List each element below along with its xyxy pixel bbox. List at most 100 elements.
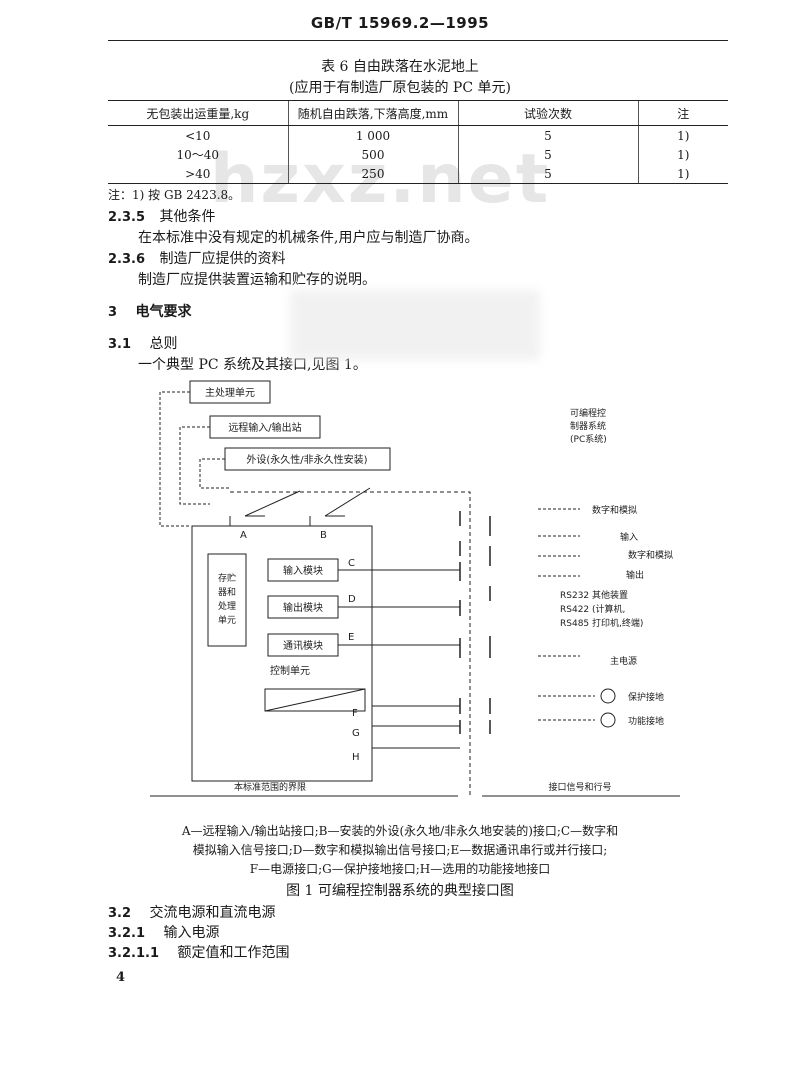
- table-cell: 500: [287, 145, 458, 164]
- main-power-label: 主电源: [610, 655, 637, 667]
- power-supply-box: [264, 688, 366, 712]
- main-processor-label: 主处理单元: [205, 387, 255, 399]
- rs232-label: RS232 其他装置: [560, 589, 628, 601]
- interface-letter-b: B: [320, 530, 327, 541]
- section-heading-3-2: 3.2 交流电源和直流电源: [108, 902, 275, 922]
- section-heading-2-3-6: 2.3.6 制造厂应提供的资料: [108, 248, 285, 268]
- table-cell: 250: [287, 164, 458, 184]
- interface-letter-g: G: [352, 728, 360, 739]
- figure-title: 图 1 可编程控制器系统的典型接口图: [286, 883, 514, 899]
- figure-caption-line: 模拟输入信号接口;D—数字和模拟输出信号接口;E—数据通讯串行或并行接口;: [192, 843, 608, 857]
- document-header: GB/T 15969.2—1995: [310, 14, 490, 32]
- table-row: 10～40 500 5 1): [108, 145, 728, 164]
- svg-text:器和: 器和: [218, 587, 236, 598]
- section-heading-3-2-1-1: 3.2.1.1 额定值和工作范围: [108, 942, 289, 962]
- remote-io-label: 远程输入/输出站: [228, 421, 301, 434]
- figure-caption-line: A—远程输入/输出站接口;B—安装的外设(永久地/非永久地安装的)接口;C—数字…: [181, 824, 619, 838]
- figure-caption-line: F—电源接口;G—保护接地接口;H—选用的功能接地接口: [249, 862, 551, 876]
- interface-letter-e: E: [348, 632, 354, 643]
- memory-cpu-box: [207, 553, 247, 647]
- drop-test-table: 无包装出运重量,kg 随机自由跌落,下落高度,mm 试验次数 注 <10 1 0…: [108, 100, 728, 184]
- table-row: >40 250 5 1): [108, 164, 728, 184]
- interface-connector: [229, 515, 345, 526]
- protective-earth-label: 保护接地: [628, 691, 664, 703]
- section-title: 交流电源和直流电源: [149, 905, 276, 921]
- table-row: <10 1 000 5 1): [108, 125, 728, 145]
- page-number: 4: [116, 970, 126, 985]
- table-header-row: 无包装出运重量,kg 随机自由跌落,下落高度,mm 试验次数 注: [108, 100, 728, 126]
- section-number: 2.3.6: [108, 252, 146, 267]
- table-cell: 5: [457, 164, 638, 184]
- column-header: 无包装出运重量,kg: [108, 100, 288, 126]
- interface-letter-c: C: [348, 558, 355, 569]
- paragraph: 在本标准中没有规定的机械条件,用户应与制造厂协商。: [138, 230, 479, 246]
- section-number: 2.3.5: [108, 210, 146, 225]
- system-label: 可编程控: [570, 407, 606, 419]
- table-cell: 5: [457, 145, 638, 164]
- scan-artifact: [290, 290, 540, 360]
- link-line: [179, 426, 210, 505]
- section-heading-2-3-5: 2.3.5 其他条件: [108, 206, 215, 226]
- rs485-label: RS485 打印机,终端): [560, 617, 643, 629]
- section-title: 总则: [149, 336, 178, 352]
- output-module-label: 输出模块: [283, 601, 323, 614]
- interface-boundary-line: [230, 491, 471, 796]
- column-header: 注: [637, 100, 728, 126]
- interface-switch: [244, 487, 371, 517]
- peripheral-label: 外设(永久性/非永久性安装): [246, 453, 367, 466]
- section-heading-3-2-1: 3.2.1 输入电源: [108, 922, 219, 942]
- paragraph: 制造厂应提供装置运输和贮存的说明。: [138, 272, 376, 288]
- column-header: 试验次数: [457, 100, 638, 126]
- section-title: 额定值和工作范围: [177, 945, 290, 961]
- section-number: 3.2.1.1: [108, 946, 159, 961]
- functional-earth-icon: [600, 712, 616, 728]
- input-module-label: 输入模块: [283, 564, 323, 577]
- digital-analog-label-1: 数字和模拟: [592, 504, 637, 516]
- interface-letter-h: H: [352, 752, 360, 763]
- link-line: [159, 391, 190, 527]
- section-heading-3-1: 3.1 总则: [108, 333, 177, 353]
- protective-earth-icon: [600, 688, 616, 704]
- interface-letter-a: A: [240, 530, 247, 541]
- section-title: 制造厂应提供的资料: [159, 251, 286, 267]
- digital-analog-label-2: 数字和模拟: [628, 549, 673, 561]
- section-title: 其他条件: [159, 209, 216, 225]
- rs422-label: RS422 (计算机,: [560, 603, 625, 615]
- interface-label: 接口信号和行号: [548, 781, 611, 793]
- svg-text:单元: 单元: [218, 614, 236, 626]
- power-supply-diagonal: [264, 688, 366, 712]
- table-footnote: 注：1) 按 GB 2423.8。: [108, 188, 241, 202]
- interface-letter-f: F: [352, 708, 358, 719]
- output-label: 输出: [626, 569, 644, 581]
- functional-earth-label: 功能接地: [628, 715, 664, 727]
- column-header: 随机自由跌落,下落高度,mm: [287, 100, 458, 126]
- scope-label: 本标准范围的界限: [234, 781, 306, 793]
- table-cell: 1): [637, 125, 728, 145]
- input-label: 输入: [620, 531, 638, 543]
- section-number: 3: [108, 305, 118, 320]
- section-title: 电气要求: [135, 304, 192, 320]
- section-number: 3.1: [108, 337, 132, 352]
- interface-letter-d: D: [348, 594, 356, 605]
- section-title: 输入电源: [163, 925, 220, 941]
- signal-line: [338, 569, 460, 749]
- section-heading-3: 3 电气要求: [108, 301, 192, 321]
- table-cell: 5: [457, 125, 638, 145]
- paragraph: 一个典型 PC 系统及其接口,见图 1。: [138, 357, 367, 373]
- table-cell: >40: [108, 164, 288, 184]
- comm-module-label: 通讯模块: [283, 640, 323, 652]
- table-cell: 10～40: [176, 148, 220, 162]
- section-number: 3.2.1: [108, 926, 146, 941]
- table-cell: 1): [637, 164, 728, 184]
- svg-text:制器系统: 制器系统: [570, 420, 606, 432]
- link-line: [199, 458, 230, 489]
- svg-text:处理: 处理: [218, 600, 236, 612]
- section-number: 3.2: [108, 906, 132, 921]
- table-title: 表 6 自由跌落在水泥地上: [321, 59, 479, 75]
- control-unit-box: [191, 525, 373, 782]
- table-cell: 1): [637, 145, 728, 164]
- control-unit-label: 控制单元: [270, 664, 310, 677]
- signal-arrow: [538, 508, 595, 721]
- table-cell: 1 000: [287, 125, 458, 145]
- table-cell: <10: [185, 128, 211, 143]
